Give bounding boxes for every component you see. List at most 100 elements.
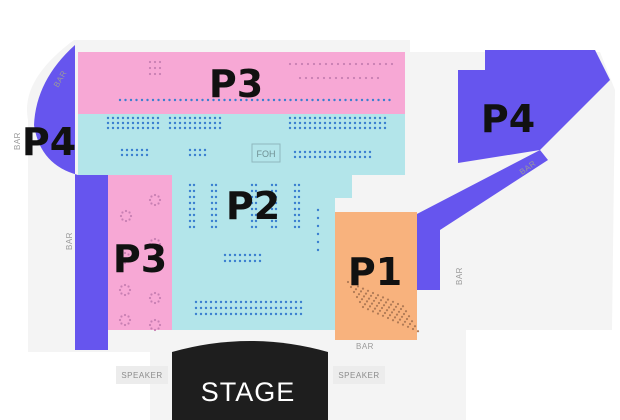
seat-dot: [128, 256, 132, 260]
seat-dot: [192, 195, 196, 199]
seat-dot: [120, 148, 124, 152]
seat-dot: [323, 126, 327, 130]
seat-dot: [153, 291, 157, 295]
seat-dot: [360, 98, 364, 102]
zone-p2[interactable]: [78, 114, 405, 330]
seat-dot: [293, 183, 297, 187]
seat-dot: [253, 253, 257, 257]
seat-dot: [254, 195, 258, 199]
bar-label-bottom: BAR: [356, 342, 374, 351]
seat-dot: [362, 295, 366, 298]
seat-dot: [128, 318, 132, 322]
seat-dot: [288, 116, 292, 120]
seat-dot: [376, 312, 380, 315]
seat-dot: [348, 155, 352, 159]
seat-dot: [354, 62, 358, 66]
seat-dot: [371, 98, 375, 102]
seat-dot: [343, 126, 347, 130]
seat-dot: [140, 148, 144, 152]
seat-dot: [416, 330, 420, 333]
seat-dot: [316, 232, 320, 236]
seat-dot: [254, 312, 258, 316]
seat-dot: [293, 213, 297, 217]
seat-dot: [121, 126, 125, 130]
seat-dot: [279, 300, 283, 304]
seat-dot: [183, 116, 187, 120]
seat-dot: [214, 306, 218, 310]
seat-dot: [401, 305, 405, 308]
seat-dot: [223, 259, 227, 263]
seat-dot: [223, 253, 227, 257]
seat-dot: [148, 296, 152, 300]
foh-label: FOH: [257, 149, 276, 159]
seat-dot: [157, 98, 160, 102]
seat-dot: [294, 98, 298, 102]
foh-box: [251, 143, 281, 163]
zone-p1[interactable]: [335, 212, 417, 340]
seat-dot: [313, 155, 317, 159]
seat-dot: [366, 289, 370, 292]
seat-dot: [363, 121, 367, 125]
seat-dot: [210, 207, 214, 211]
seat-dot: [224, 306, 228, 310]
seat-dot: [198, 121, 202, 125]
seat-dot: [131, 126, 135, 130]
seat-dot: [229, 306, 233, 310]
seat-dot: [378, 121, 382, 125]
seat-dot: [198, 148, 202, 152]
seat-dot: [300, 98, 303, 102]
seat-dot: [203, 126, 207, 130]
seat-dot: [146, 98, 149, 102]
seat-dot: [188, 195, 192, 199]
seat-dot: [391, 319, 395, 322]
seat-dot: [393, 316, 397, 319]
seat-dot: [377, 301, 381, 305]
seat-dot: [199, 306, 203, 310]
seat-dot: [346, 76, 350, 80]
seat-dot: [272, 98, 276, 102]
seat-dot: [203, 121, 207, 125]
seat-dot: [388, 314, 392, 317]
seat-dot: [358, 116, 362, 120]
seat-dot: [284, 306, 288, 310]
seat-dot: [391, 300, 395, 303]
zone-p3-left[interactable]: [108, 175, 172, 330]
zone-p3-top[interactable]: [78, 52, 405, 114]
seat-dot: [157, 246, 160, 249]
seat-dot: [218, 116, 222, 120]
seat-dot: [124, 98, 127, 102]
seat-dot: [379, 299, 383, 302]
seat-dot: [214, 195, 218, 199]
seat-dot: [297, 201, 301, 205]
seat-dot: [305, 98, 309, 102]
seat-dot: [299, 312, 303, 316]
seat-dot: [213, 116, 217, 120]
seat-dot: [151, 98, 155, 102]
seat-dot: [261, 98, 265, 102]
seat-dot: [203, 148, 207, 152]
seat-dot: [156, 116, 160, 120]
seat-dot: [353, 126, 357, 130]
seat-dot: [383, 116, 387, 120]
zone-p4-right-strip[interactable]: [415, 150, 548, 290]
seat-dot: [411, 327, 415, 331]
seat-dot: [219, 312, 223, 316]
seat-dot: [383, 121, 387, 125]
zone-p4-left[interactable]: [34, 45, 108, 350]
seat-dot: [293, 150, 297, 154]
seat-dot: [254, 213, 258, 217]
seat-dot: [157, 202, 160, 205]
seat-dot: [173, 126, 177, 130]
seat-dot: [294, 306, 298, 310]
seat-dot: [168, 126, 172, 130]
seat-dot: [198, 153, 202, 157]
seat-dot: [153, 72, 157, 76]
seat-dot: [318, 121, 322, 125]
seat-dot: [208, 121, 212, 125]
seat-dot: [390, 62, 394, 66]
zone-p4-right[interactable]: [458, 50, 610, 163]
seat-dot: [357, 293, 361, 296]
seat-dot: [173, 98, 177, 102]
seat-dot: [264, 300, 268, 304]
